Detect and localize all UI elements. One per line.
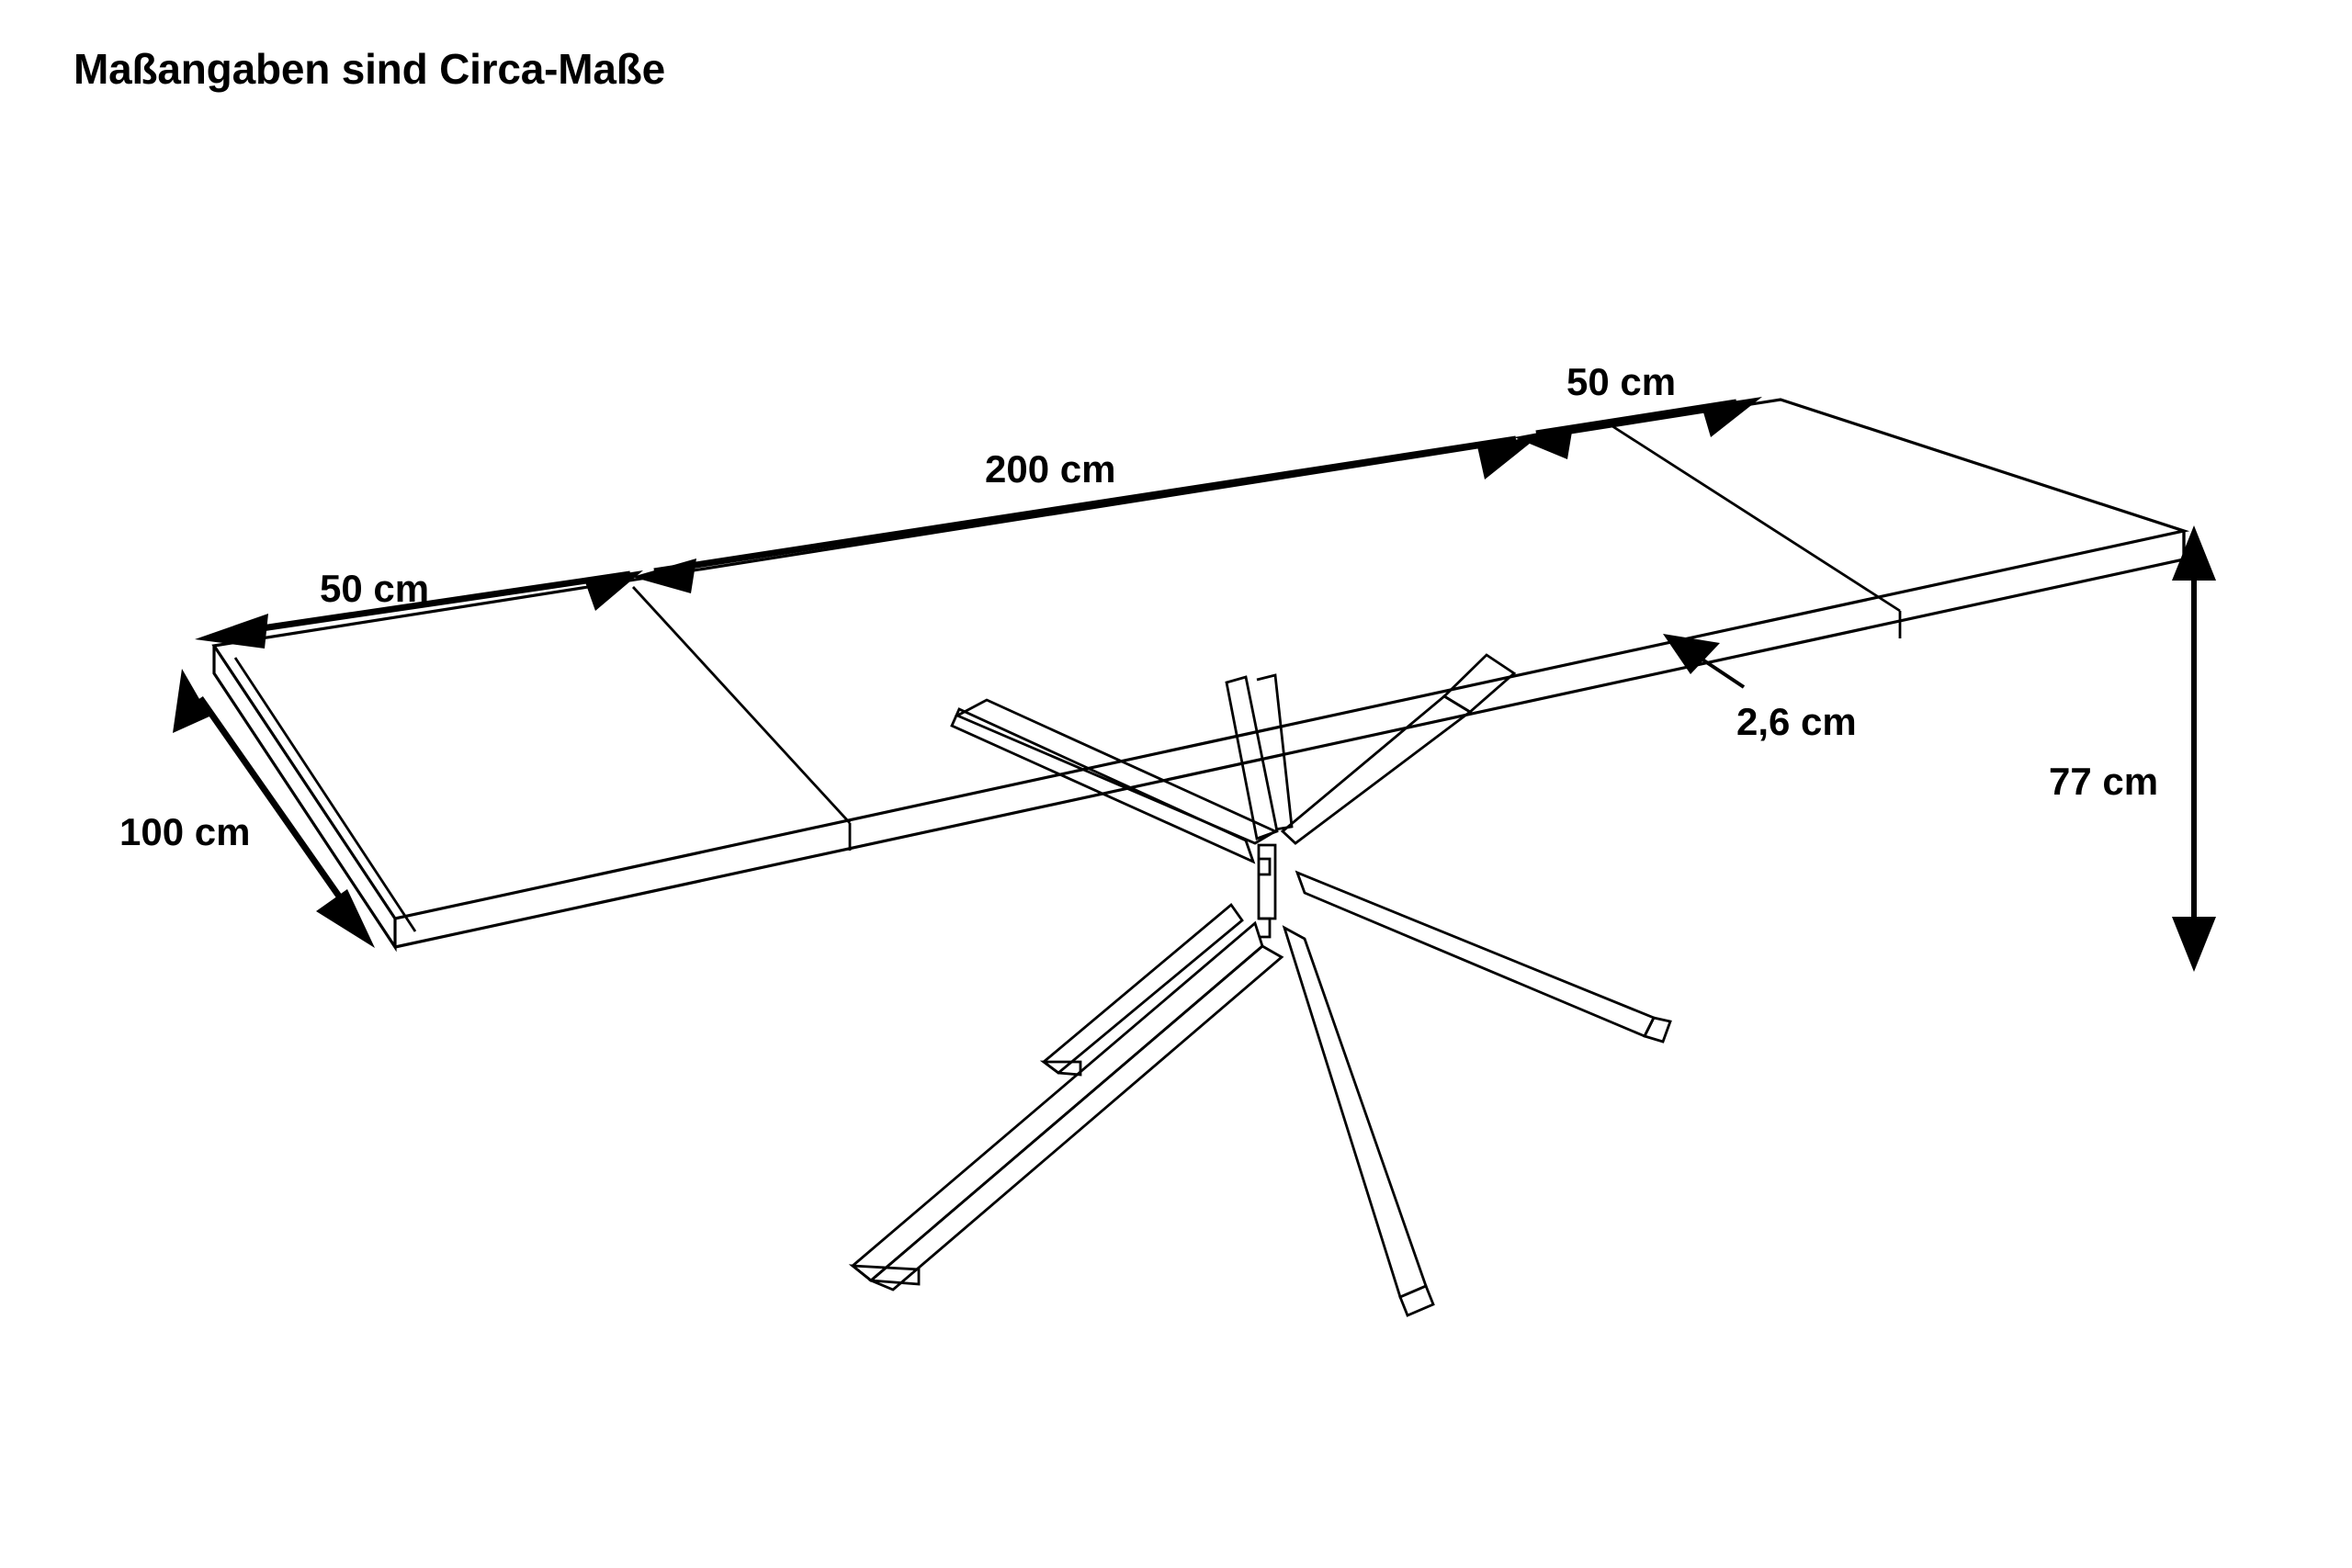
dim-line-main-length bbox=[653, 435, 1517, 575]
table-base-group bbox=[848, 653, 1672, 1317]
base-strut-rear-right bbox=[1280, 694, 1473, 845]
dimension-height: 77 cm bbox=[2049, 525, 2216, 972]
tabletop-surface-outline bbox=[211, 398, 2190, 920]
dimension-extension-left: 50 cm bbox=[195, 567, 643, 649]
base-leg-front-left-outer bbox=[868, 944, 1284, 1292]
base-riser-rear-left bbox=[1225, 675, 1279, 840]
dimension-depth: 100 cm bbox=[119, 669, 375, 948]
base-center-hub-detail-2 bbox=[1259, 917, 1272, 939]
panel-seam-right bbox=[1611, 424, 1901, 613]
base-leg-front-right bbox=[1282, 925, 1428, 1299]
base-strut-right-rear bbox=[1295, 870, 1656, 1038]
arrowhead-bottom-77 bbox=[2172, 917, 2216, 972]
arrowhead-left-50r bbox=[1514, 426, 1573, 459]
arrowhead-bottom-100 bbox=[316, 889, 375, 948]
panel-seam-left bbox=[631, 586, 852, 824]
dim-line-extension-left bbox=[223, 570, 631, 637]
dim-label-height: 77 cm bbox=[2049, 760, 2158, 803]
page-title: Maßangaben sind Circa-Maße bbox=[74, 45, 666, 93]
arrowhead-right-200 bbox=[1477, 435, 1540, 479]
dimension-main-length: 200 cm bbox=[632, 435, 1540, 593]
base-strut-left-rear bbox=[950, 707, 1256, 864]
arrowhead-left bbox=[195, 614, 268, 649]
dim-label-depth: 100 cm bbox=[119, 810, 250, 853]
base-center-hub-detail-1 bbox=[1259, 857, 1272, 876]
tabletop-front-edge-thickness bbox=[394, 531, 2186, 949]
arrowhead-right bbox=[584, 570, 643, 611]
arrowhead-right-50r bbox=[1702, 397, 1762, 437]
arrowhead-thickness bbox=[1663, 634, 1720, 674]
base-leg-front-left bbox=[850, 920, 1264, 1282]
base-strut-rear-left bbox=[954, 698, 1279, 845]
tabletop-left-edge-thickness bbox=[212, 646, 397, 953]
base-center-hub bbox=[1257, 843, 1277, 920]
base-strut-back-left-tip bbox=[1039, 1060, 1082, 1077]
arrowhead-left-200 bbox=[632, 558, 696, 593]
dim-label-thickness: 2,6 cm bbox=[1736, 700, 1857, 743]
dim-label-main-length: 200 cm bbox=[985, 447, 1115, 491]
dimension-thickness: 2,6 cm bbox=[1663, 634, 1857, 743]
base-leg-front-left-foot bbox=[848, 1264, 921, 1286]
dim-label-extension-left: 50 cm bbox=[320, 567, 429, 610]
arrowhead-top-77 bbox=[2172, 525, 2216, 581]
dim-label-extension-right: 50 cm bbox=[1566, 360, 1676, 403]
tabletop-group bbox=[211, 398, 2190, 953]
arrowhead-top-100 bbox=[173, 669, 209, 733]
dimension-extension-right: 50 cm bbox=[1514, 360, 1762, 459]
base-strut-right-rear-foot bbox=[1643, 1016, 1672, 1043]
dim-line-depth bbox=[198, 695, 357, 921]
base-riser-rear-left-inner bbox=[1256, 673, 1294, 831]
base-riser-rear-right bbox=[1442, 653, 1517, 714]
base-leg-front-right-foot bbox=[1398, 1284, 1435, 1317]
tabletop-left-edge-inner-line bbox=[233, 657, 417, 932]
